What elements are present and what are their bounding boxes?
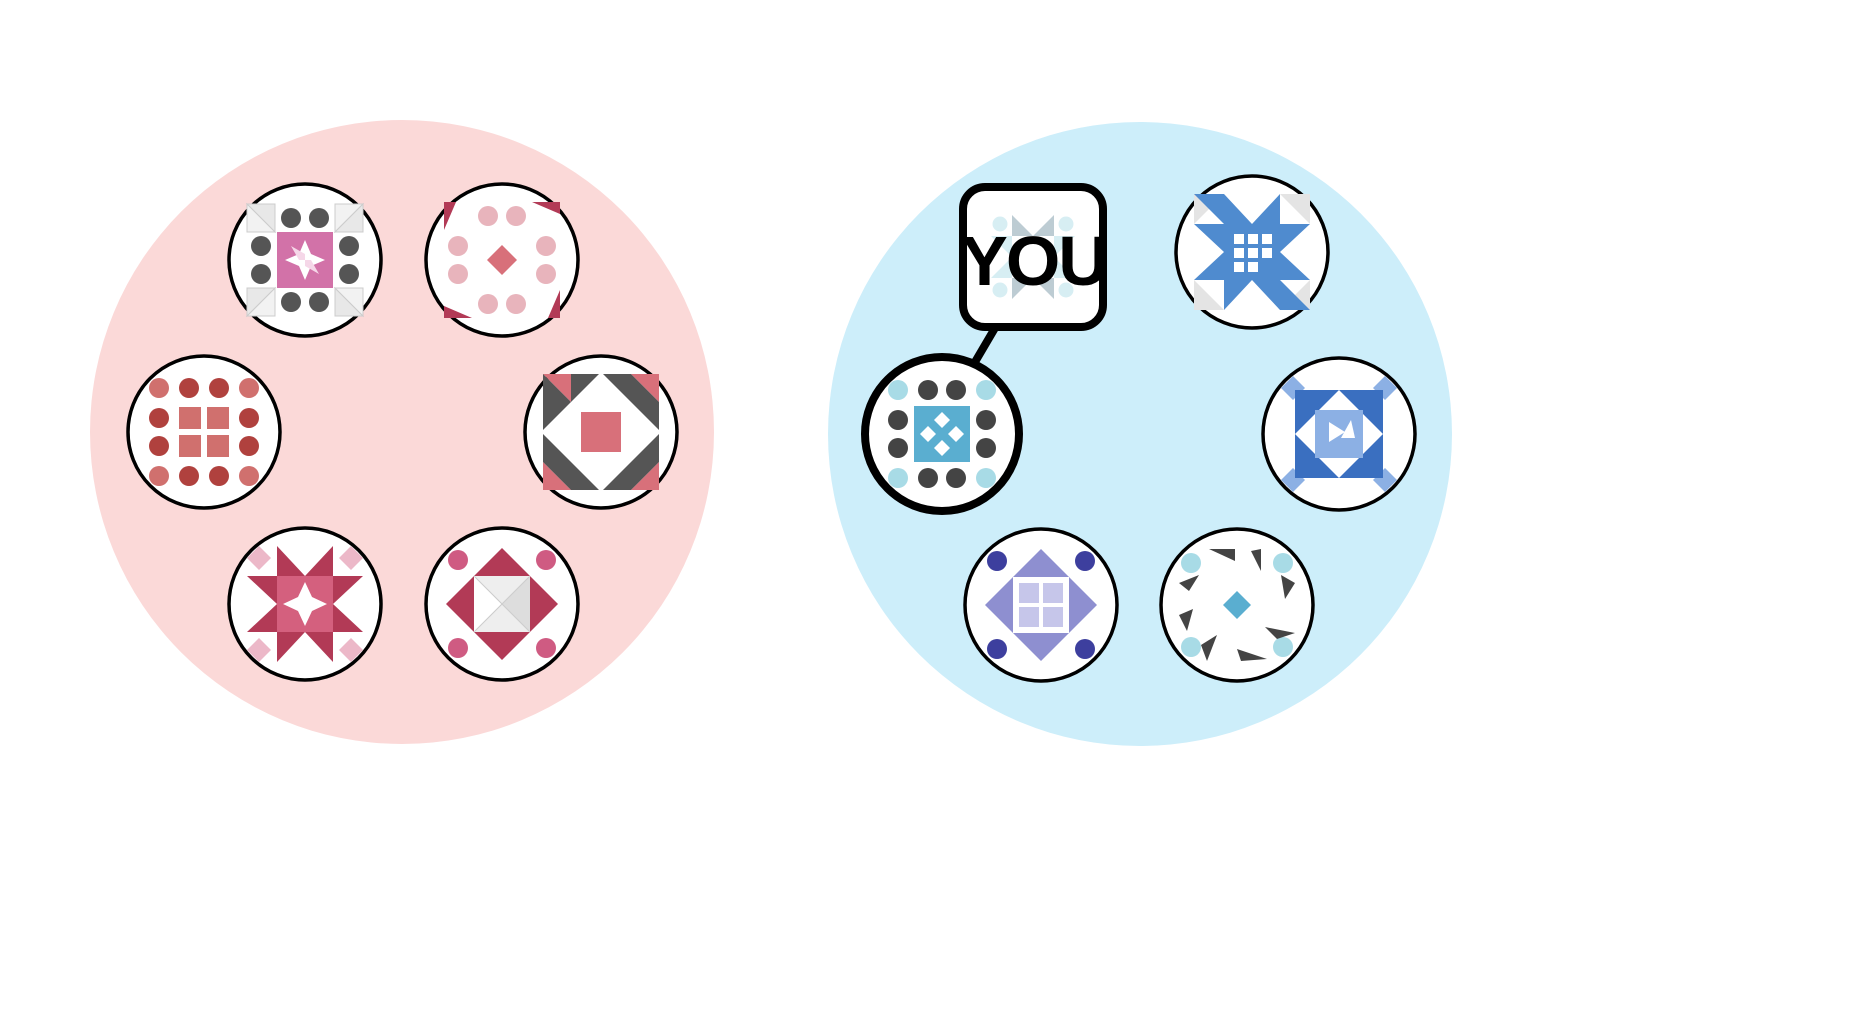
you-label: YOU [961,222,1107,300]
player-token-blue-5[interactable] [1159,527,1315,683]
player-token-red-5[interactable] [227,526,383,682]
player-token-red-3[interactable] [126,354,282,510]
player-token-red-4[interactable] [523,354,679,510]
square-in-diamond-pattern-icon [445,547,559,661]
diamond-block-pattern-icon [1281,376,1397,492]
player-token-you[interactable] [861,353,1023,515]
you-callout: YOU [959,183,1109,331]
square-in-diamond-pattern-icon [985,549,1097,661]
player-token-red-1[interactable] [227,182,383,338]
player-token-blue-2[interactable] [1174,174,1330,330]
player-token-red-6[interactable] [424,526,580,682]
player-token-blue-4[interactable] [963,527,1119,683]
player-token-blue-3[interactable] [1261,356,1417,512]
player-token-red-2[interactable] [424,182,580,338]
you-callout-pointer [971,324,999,366]
you-pattern-preview-icon [991,215,1075,299]
